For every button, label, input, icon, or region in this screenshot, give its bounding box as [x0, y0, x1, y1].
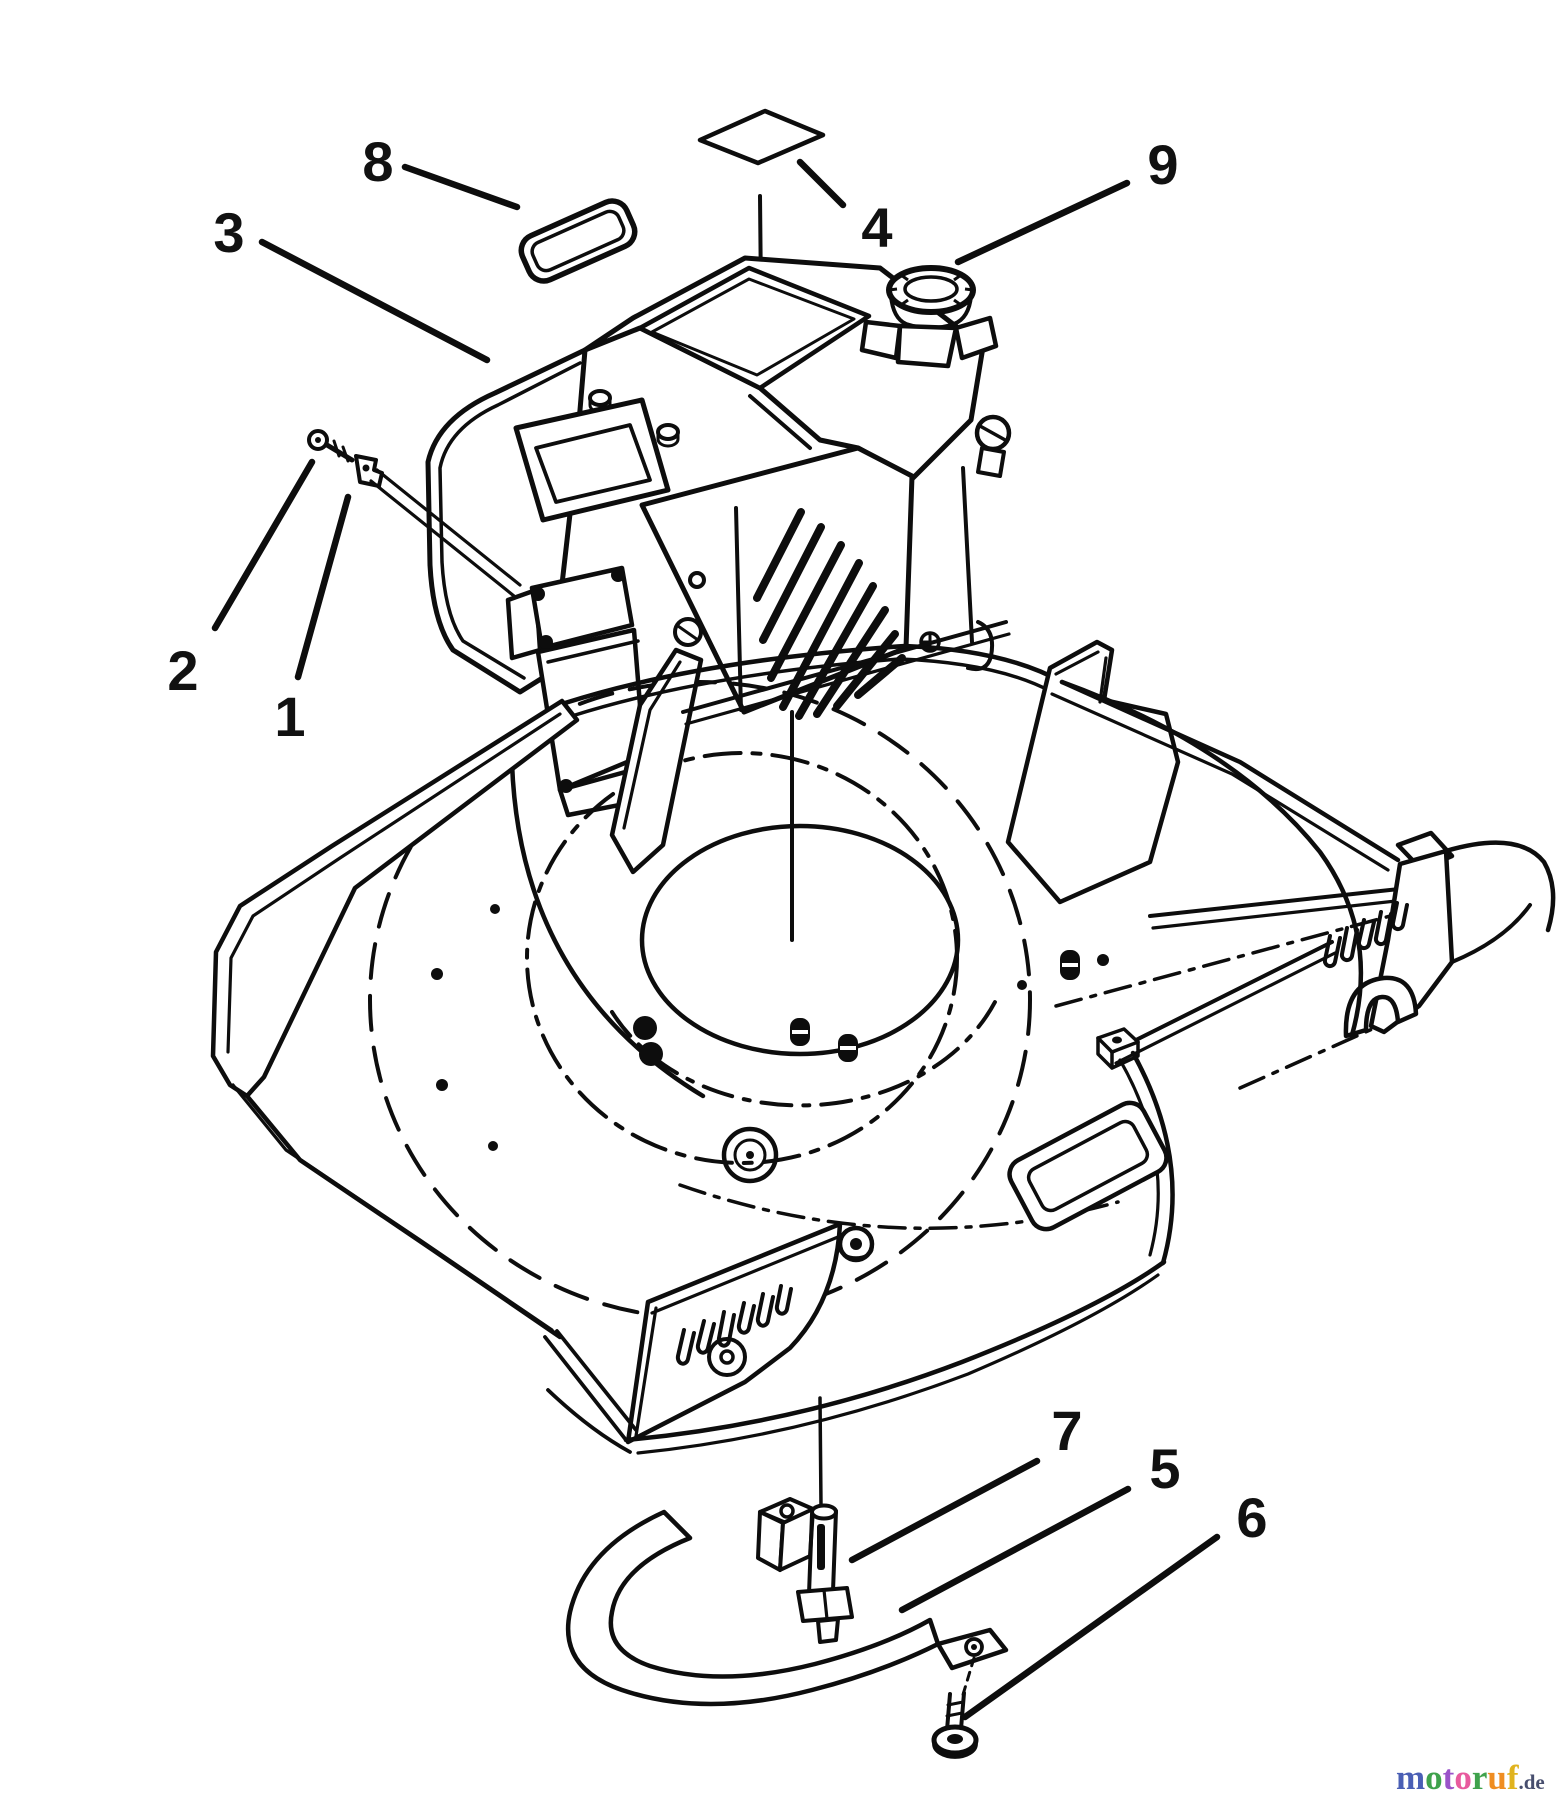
deck-left-skirt: [210, 698, 580, 1340]
engine-carburetor: [505, 565, 666, 818]
deck-rear-edge: [562, 643, 1065, 706]
callout-9-label: 9: [1147, 133, 1178, 196]
leader-lines: [211, 158, 1221, 1721]
deck-mid-rail: [1148, 886, 1410, 918]
muffler-hole-large: [673, 617, 703, 647]
deck-blade-arc: [509, 760, 706, 1099]
screw-6: [931, 1691, 979, 1759]
engine-shroud-inner-line: [438, 361, 582, 680]
deck-rear-right-flange: [1005, 639, 1181, 905]
pin-axis-line: [818, 1396, 823, 1508]
wm-letter-t: t: [1443, 1758, 1455, 1797]
deck-inner-dashdot-circle: [525, 751, 959, 1165]
deck-kick-plate: [1007, 1100, 1169, 1232]
engine-cover-band: [748, 394, 812, 450]
deck-left-comb-plate: [543, 1221, 843, 1454]
callout-4-label: 4: [861, 196, 892, 259]
leader-line-9: [954, 179, 1131, 266]
engine-label-panel-inner: [534, 423, 652, 504]
deck-boss-large: [721, 1126, 779, 1184]
deck-rear-rail: [681, 620, 1008, 714]
wm-suffix: .de: [1518, 1770, 1544, 1794]
leader-line-1: [294, 493, 352, 681]
callout-labels: 1 2 3 4 5 6 7 8 9: [167, 130, 1267, 1549]
bracket-pin-7: [756, 1497, 854, 1644]
leader-line-3: [258, 238, 491, 364]
callout-2-label: 2: [167, 639, 198, 702]
deck-center-opening: [639, 823, 961, 1057]
leader-line-5: [898, 1485, 1132, 1614]
engine-top-recess: [637, 265, 872, 391]
fastener-bolt-and-clip: [307, 429, 522, 598]
wm-letter-o1: o: [1425, 1758, 1443, 1797]
fuel-cap-neck: [895, 323, 959, 369]
engine-right-linkage: [919, 414, 1012, 672]
leader-line-8: [401, 163, 521, 211]
wm-letter-m: m: [1396, 1758, 1425, 1797]
decal-8-drawing: [518, 198, 638, 284]
deck-right-rim: [1130, 1050, 1175, 1266]
wm-letter-f: f: [1507, 1758, 1519, 1797]
deck-right-outline: [1059, 679, 1364, 1038]
engine-top-recess-inner: [650, 277, 856, 377]
deck-right-comb-teeth: [1322, 901, 1409, 969]
engine-assembly-drawing: [307, 108, 1012, 942]
watermark-text: motoruf.de: [1396, 1758, 1545, 1797]
wm-letter-u: u: [1487, 1758, 1506, 1797]
leader-line-2: [211, 458, 316, 632]
deck-bottom-rim: [623, 1259, 1167, 1443]
deck-right-frame-rail: [1059, 679, 1401, 863]
deck-wheel-bolt-hole: [707, 1337, 747, 1377]
callout-1-label: 1: [274, 685, 305, 748]
decal-4-drawing: [697, 108, 826, 166]
leader-line-4: [796, 158, 847, 209]
fuel-cap: [859, 265, 999, 369]
leader-line-7: [848, 1457, 1041, 1564]
wm-letter-r: r: [1472, 1758, 1488, 1797]
wm-letter-o2: o: [1454, 1758, 1472, 1797]
deck-front-rail: [1110, 940, 1334, 1054]
muffler-hole-small: [688, 571, 706, 589]
deck-left-comb-teeth: [675, 1284, 793, 1366]
deck-rear-left-flange: [609, 647, 704, 875]
deck-outer-dashed-circle: [368, 680, 1032, 1320]
belt-guard-5: [565, 1509, 1009, 1707]
callout-5-label: 5: [1149, 1437, 1180, 1500]
deck-right-end-plate: [1322, 830, 1556, 1039]
cable-line: [375, 468, 522, 587]
callout-8-label: 8: [362, 130, 393, 193]
callout-7-label: 7: [1051, 1399, 1082, 1462]
lower-parts-drawing: [565, 1396, 1009, 1759]
leader-line-6: [961, 1533, 1221, 1721]
callout-6-label: 6: [1236, 1486, 1267, 1549]
callout-3-label: 3: [213, 201, 244, 264]
watermark-logo: motoruf.de: [1396, 1758, 1545, 1797]
deck-drawing: [210, 620, 1556, 1455]
